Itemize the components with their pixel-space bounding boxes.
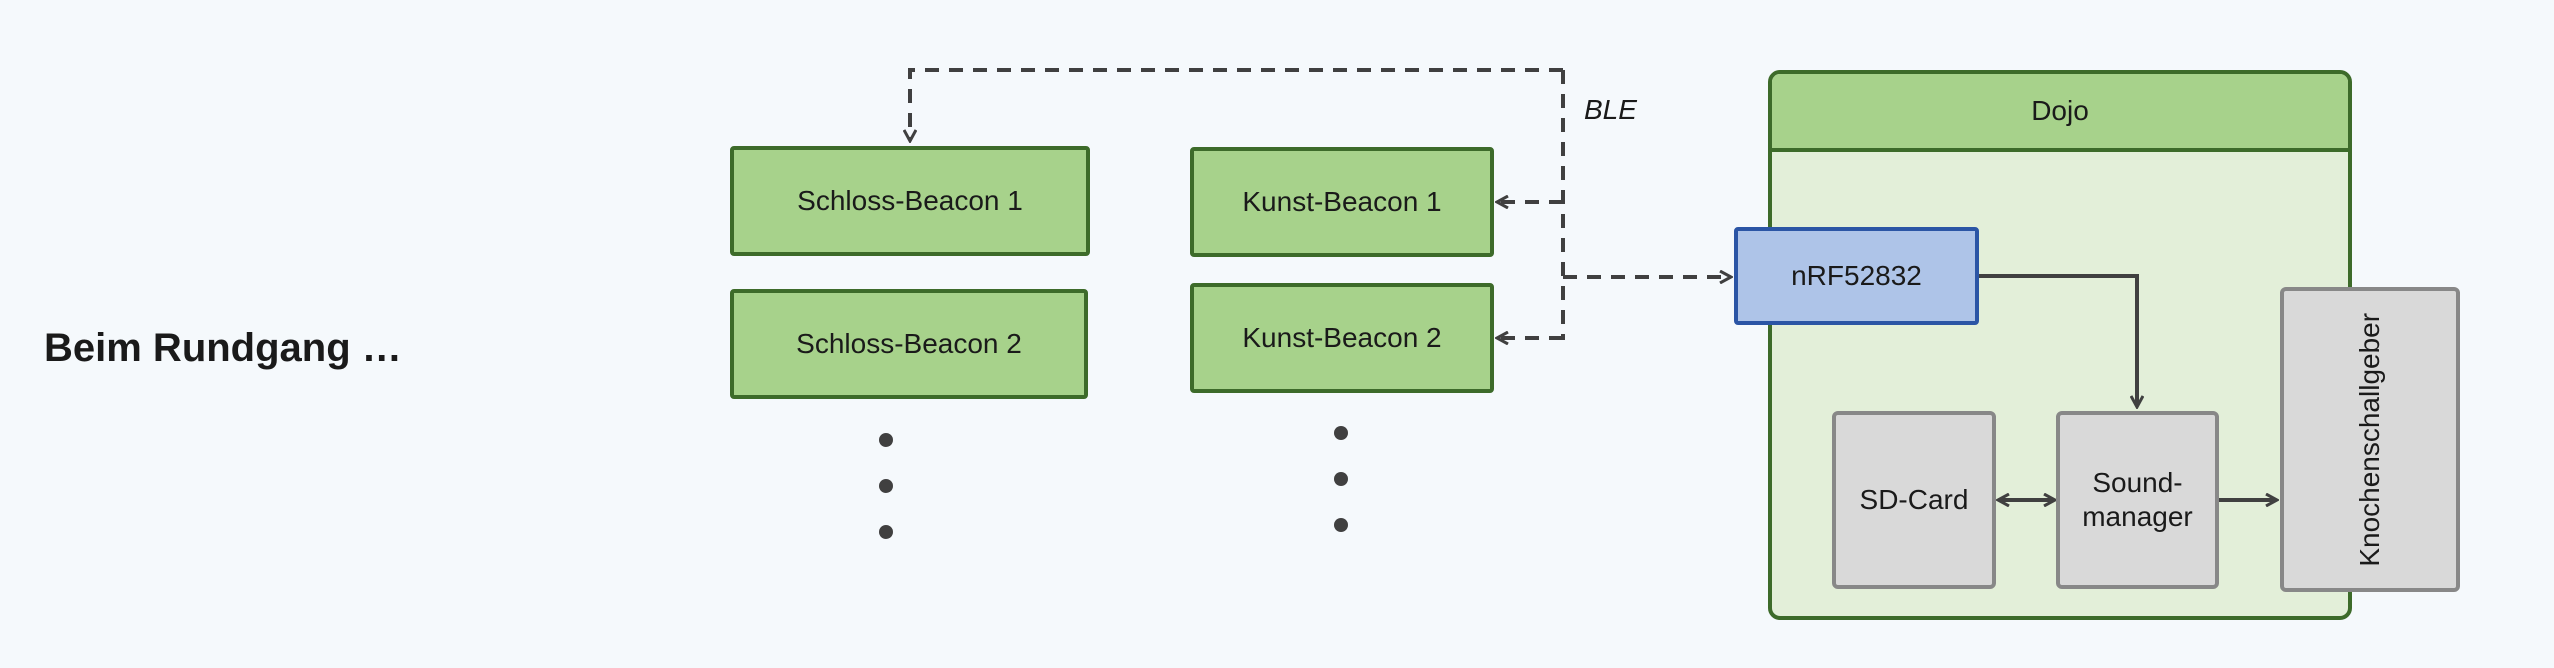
nrf52832-chip: nRF52832 <box>1734 227 1979 325</box>
ellipsis-dot <box>1334 426 1348 440</box>
ellipsis-dot <box>879 525 893 539</box>
bone-conduction-speaker: Knochenschallgeber <box>2280 287 2460 592</box>
page-heading: Beim Rundgang … <box>44 326 402 370</box>
kunst-beacon-1: Kunst-Beacon 1 <box>1190 147 1494 257</box>
schloss-beacon-2: Schloss-Beacon 2 <box>730 289 1088 399</box>
bone-conduction-speaker-label: Knochenschallgeber <box>2354 312 2386 567</box>
ellipsis-dot <box>879 433 893 447</box>
dojo-title: Dojo <box>1772 74 2348 152</box>
ble-label: BLE <box>1584 94 1637 125</box>
schloss-beacon-1: Schloss-Beacon 1 <box>730 146 1090 256</box>
ble-link-to-schloss-beacon-1 <box>910 68 1563 140</box>
sound-manager: Sound- manager <box>2056 411 2219 589</box>
ellipsis-dot <box>1334 518 1348 532</box>
ellipsis-dot <box>879 479 893 493</box>
ellipsis-dot <box>1334 472 1348 486</box>
kunst-beacon-2: Kunst-Beacon 2 <box>1190 283 1494 393</box>
sd-card: SD-Card <box>1832 411 1996 589</box>
